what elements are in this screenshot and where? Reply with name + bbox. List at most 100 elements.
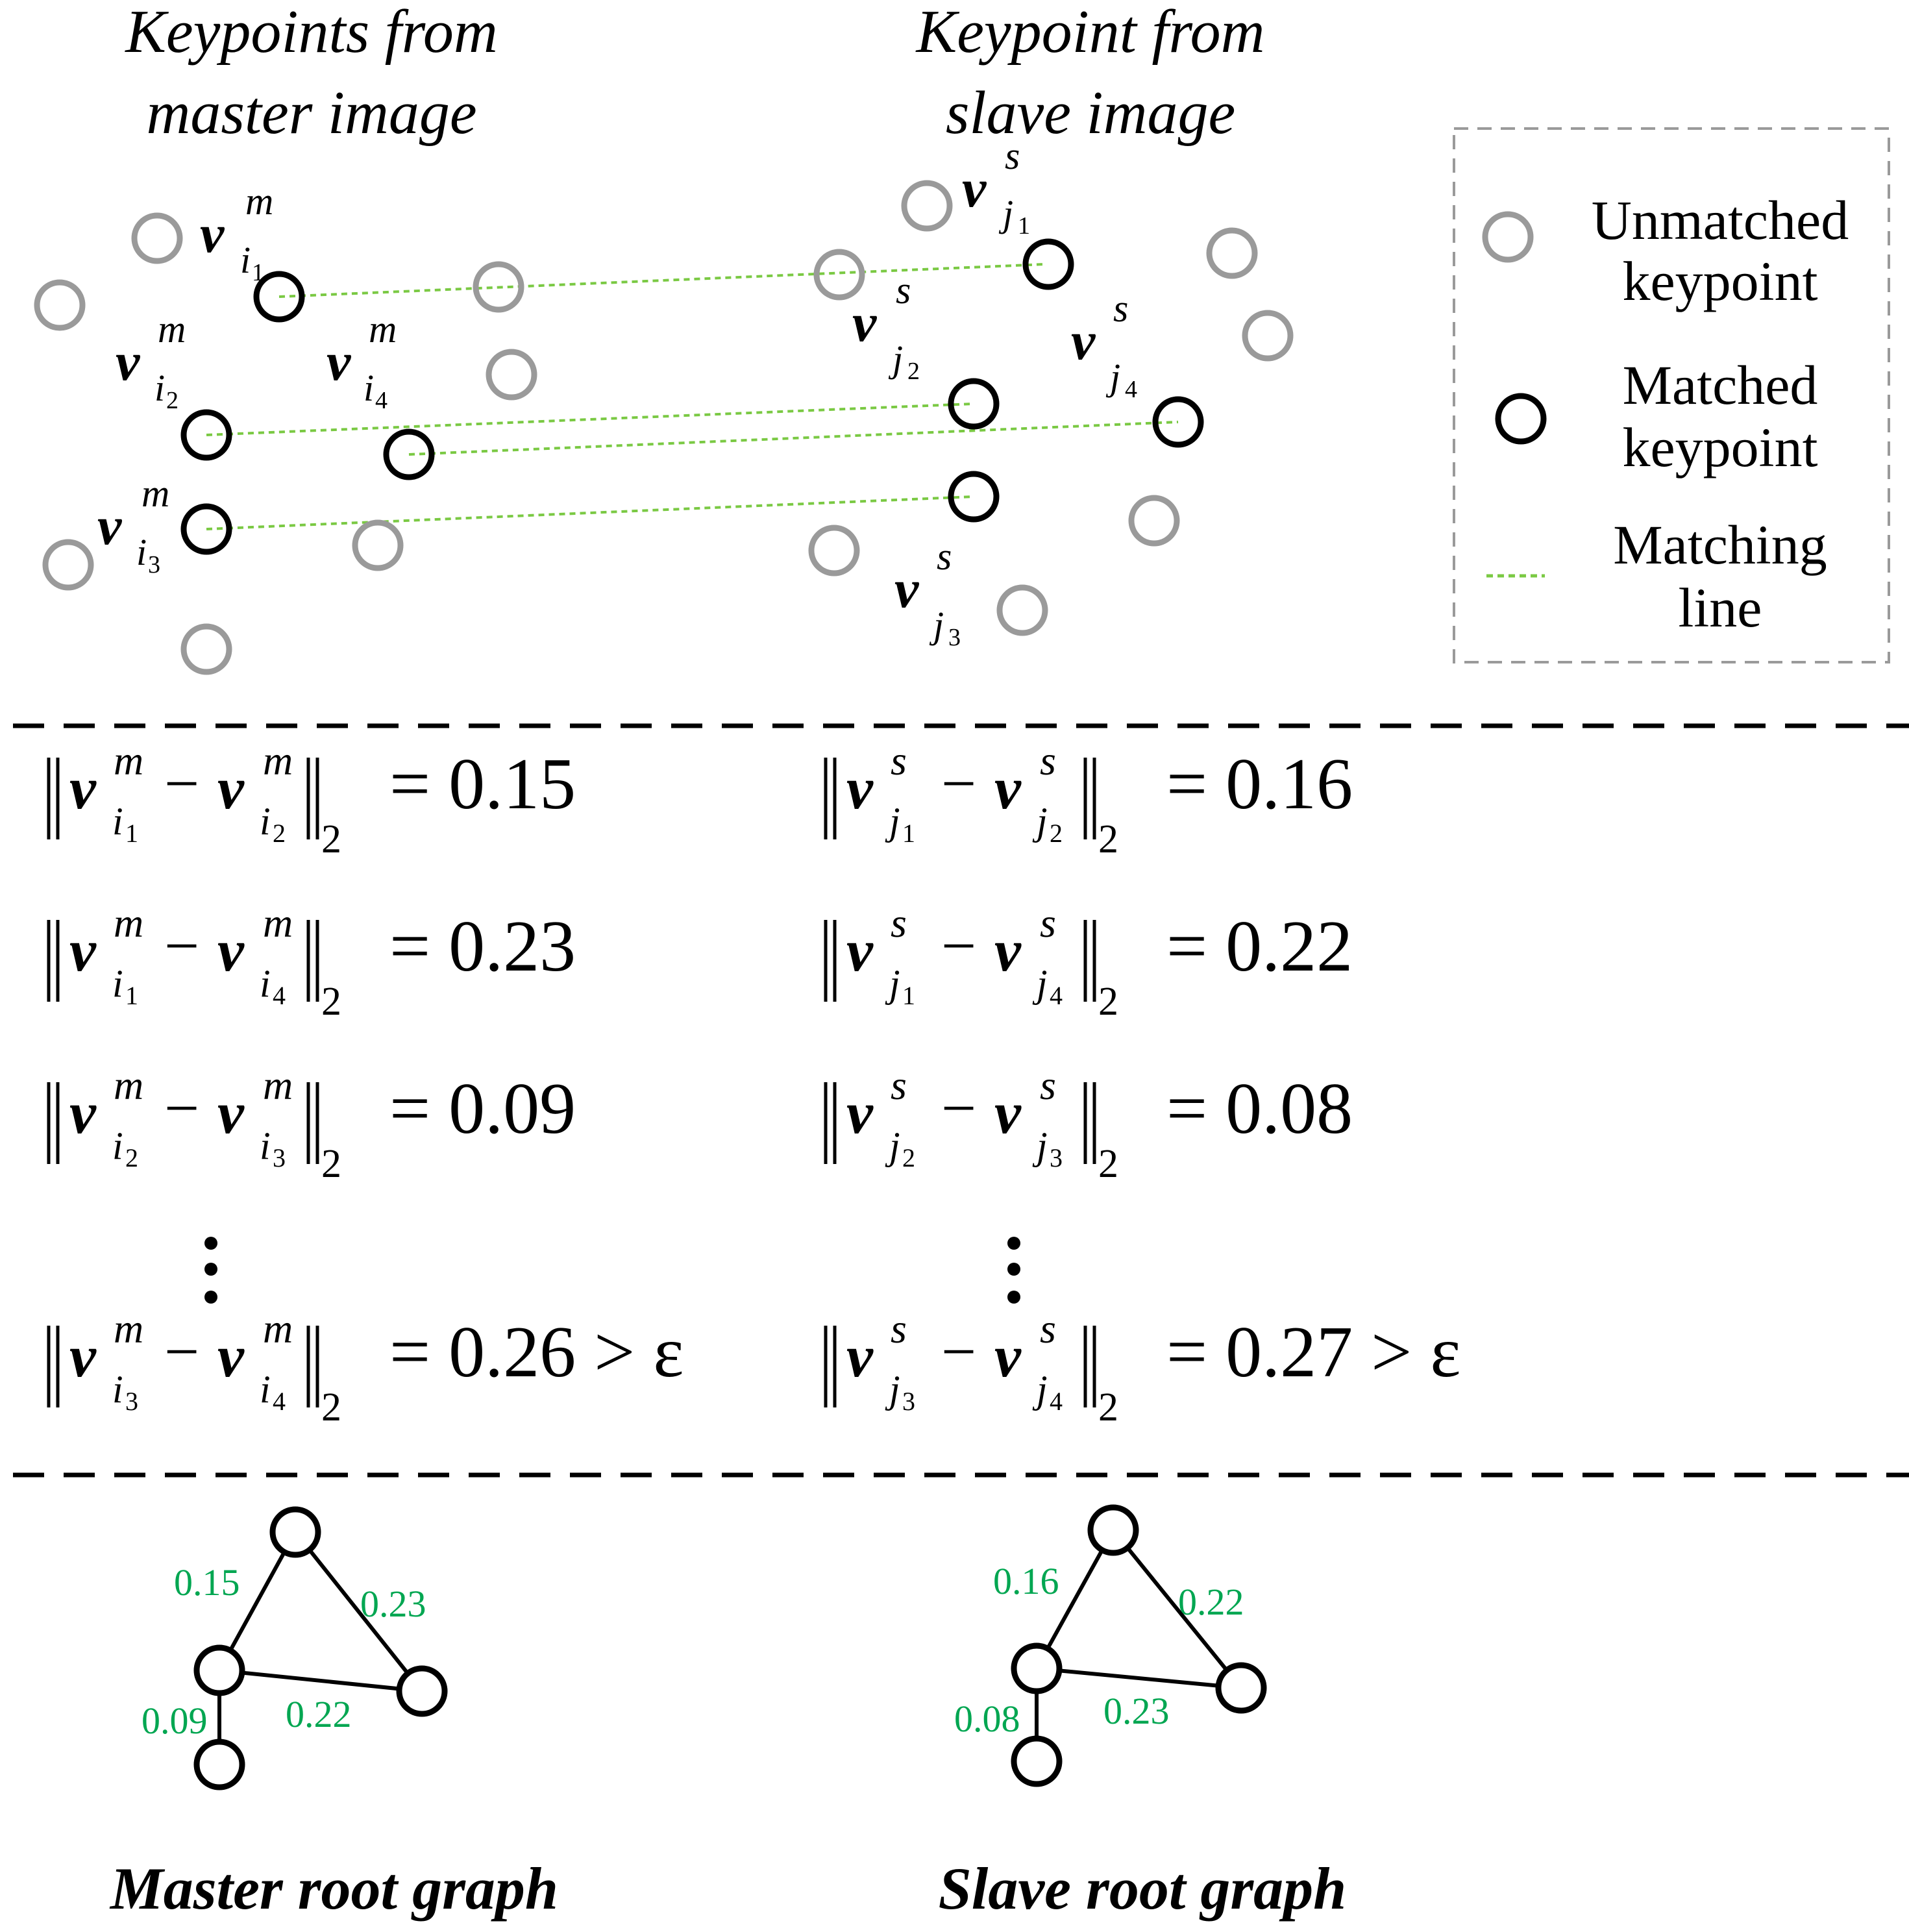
svg-text:v: v xyxy=(852,293,878,353)
vector-symbol: v xyxy=(69,755,97,821)
matched-keypoint-i1 xyxy=(253,271,305,323)
norm-subscript: 2 xyxy=(1098,980,1118,1024)
unmatched-keypoint xyxy=(486,349,537,401)
vector-symbol: v xyxy=(846,917,874,984)
subscript: j xyxy=(1032,1124,1048,1167)
slave-title-line1: Keypoint from xyxy=(915,0,1265,66)
norm-subscript: 2 xyxy=(321,980,341,1024)
edge-weight: 0.23 xyxy=(1103,1690,1170,1732)
matched-keypoint-i4 xyxy=(383,428,435,480)
matched-keypoint-j3 xyxy=(948,471,1000,523)
vector-symbol: v xyxy=(846,1080,874,1146)
graph-edge xyxy=(1036,1666,1242,1690)
unmatched-keypoint xyxy=(131,212,183,264)
subscript: i xyxy=(112,1124,123,1167)
vector-symbol: v xyxy=(69,1080,97,1146)
svg-text:v: v xyxy=(97,496,123,556)
subscript-index: 1 xyxy=(902,981,915,1010)
unmatched-keypoint xyxy=(1242,310,1294,362)
unmatched-keypoint xyxy=(34,279,86,331)
subscript: i xyxy=(260,1124,271,1167)
svg-text:4: 4 xyxy=(1125,376,1137,403)
edge-weight: 0.15 xyxy=(174,1561,240,1604)
matched-keypoint-j1 xyxy=(1022,238,1074,290)
subscript: i xyxy=(112,1368,123,1411)
vector-symbol: v xyxy=(69,917,97,984)
minus-sign: − xyxy=(164,1317,199,1386)
graph-node xyxy=(1011,1642,1063,1694)
norm-subscript: 2 xyxy=(1098,817,1118,861)
label-v-i2: v m i 2 xyxy=(116,308,186,414)
subscript: j xyxy=(885,962,900,1005)
distance-value: = 0.22 xyxy=(1166,906,1353,987)
graph-node xyxy=(269,1506,321,1558)
superscript: s xyxy=(891,1062,907,1108)
svg-text:v: v xyxy=(894,559,920,619)
unmatched-keypoint xyxy=(901,180,953,232)
legend-line-line1: Matching xyxy=(1613,514,1827,576)
svg-text:v: v xyxy=(116,332,141,392)
subscript-index: 4 xyxy=(273,981,286,1010)
svg-text:i: i xyxy=(136,531,147,573)
graph-edge xyxy=(293,1531,424,1692)
minus-sign: − xyxy=(941,1317,976,1386)
unmatched-keypoints xyxy=(34,180,1294,675)
distance-value: = 0.16 xyxy=(1166,744,1353,824)
svg-text:j: j xyxy=(888,338,903,380)
vector-symbol: v xyxy=(217,917,245,984)
norm-subscript: 2 xyxy=(1098,1142,1118,1186)
superscript: s xyxy=(891,900,907,946)
svg-text:j: j xyxy=(1105,356,1120,398)
svg-text:s: s xyxy=(896,269,911,312)
graph-node xyxy=(396,1665,448,1717)
master-title-line1: Keypoints from xyxy=(124,0,498,66)
unmatched-keypoint xyxy=(1206,227,1258,279)
vector-symbol: v xyxy=(994,755,1022,821)
master-title-line2: master image xyxy=(146,79,476,147)
matched-keypoint-j2 xyxy=(948,378,1000,430)
superscript: m xyxy=(263,1062,293,1108)
svg-text:s: s xyxy=(1005,134,1020,177)
vector-symbol: v xyxy=(846,1323,874,1389)
superscript: s xyxy=(891,1306,907,1352)
svg-text:j: j xyxy=(929,604,944,646)
subscript: i xyxy=(260,800,271,843)
norm-subscript: 2 xyxy=(321,817,341,861)
label-v-i3: v m i 3 xyxy=(97,472,169,578)
legend: Unmatched keypoint Matched keypoint Matc… xyxy=(1453,127,1890,663)
matching-line-1 xyxy=(278,263,1046,298)
svg-text:i: i xyxy=(154,367,165,409)
distance-value: = 0.15 xyxy=(389,744,576,824)
superscript: m xyxy=(263,737,293,784)
subscript-index: 3 xyxy=(902,1387,915,1416)
distance-value: = 0.23 xyxy=(389,906,576,987)
distance-value: = 0.27 > ε xyxy=(1166,1312,1460,1393)
matched-keypoint-i3 xyxy=(180,503,232,555)
norm-subscript: 2 xyxy=(1098,1385,1118,1430)
vector-symbol: v xyxy=(69,1323,97,1389)
edge-weight: 0.08 xyxy=(954,1698,1020,1740)
minus-sign: − xyxy=(164,1073,199,1143)
superscript: s xyxy=(1040,1062,1056,1108)
vector-symbol: v xyxy=(217,1323,245,1389)
vector-symbol: v xyxy=(994,917,1022,984)
legend-matched-icon xyxy=(1495,393,1547,445)
svg-text:v: v xyxy=(200,204,225,264)
svg-text:v: v xyxy=(326,332,352,392)
subscript: j xyxy=(1032,962,1048,1005)
subscript: j xyxy=(1032,800,1048,843)
minus-sign: − xyxy=(941,1073,976,1143)
svg-text:v: v xyxy=(1071,311,1096,371)
norm-subscript: 2 xyxy=(321,1142,341,1186)
subscript: i xyxy=(260,1368,271,1411)
subscript-index: 2 xyxy=(273,819,286,848)
legend-box xyxy=(1453,127,1890,663)
slave-root-graph: 0.16 0.22 0.23 0.08 Slave root graph xyxy=(939,1504,1346,1922)
subscript: i xyxy=(112,800,123,843)
svg-text:2: 2 xyxy=(907,358,920,385)
